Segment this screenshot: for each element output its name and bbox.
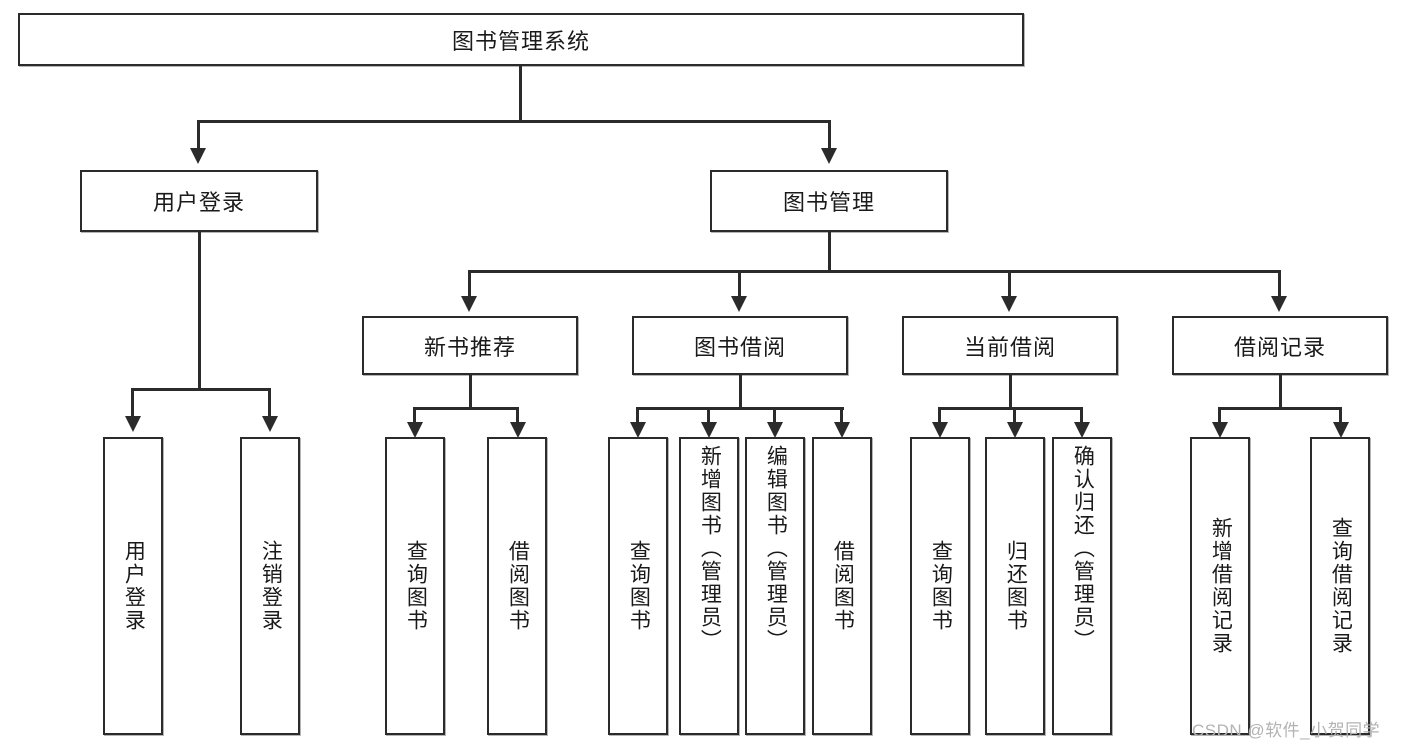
edge-borrow-record-to-leaf-2 xyxy=(1339,407,1342,427)
edge-root-to-user-login xyxy=(197,120,200,150)
arrow-book-borrow-to-leaf-1 xyxy=(630,422,646,438)
edge-new-book-to-leaf-1 xyxy=(413,407,416,427)
node-label: 查询图书 xyxy=(627,540,651,632)
edge-current-borrow-trunk xyxy=(1009,375,1012,409)
leaf-node-query-book-borrow[interactable]: 查询图书 xyxy=(608,437,668,735)
edge-book-borrow-bus xyxy=(636,407,844,410)
arrow-borrow-record-to-leaf-1 xyxy=(1212,422,1228,438)
edge-user-login-trunk xyxy=(198,232,201,390)
node-current-borrow[interactable]: 当前借阅 xyxy=(902,316,1118,375)
leaf-node-query-book-recommend[interactable]: 查询图书 xyxy=(385,437,445,735)
leaf-node-return-book[interactable]: 归还图书 xyxy=(985,437,1045,735)
node-label: 用户登录 xyxy=(152,190,245,215)
arrow-user-login-to-leaf-1 xyxy=(125,416,141,432)
arrow-current-borrow-to-leaf-1 xyxy=(932,422,948,438)
edge-book-manage-to-borrow-record xyxy=(1278,270,1281,298)
edge-user-login-bus xyxy=(131,388,270,391)
edge-book-borrow-to-leaf-3 xyxy=(773,407,776,427)
edge-book-manage-trunk xyxy=(828,232,831,272)
arrow-book-manage-to-current-borrow xyxy=(1001,296,1017,312)
node-label: 图书借阅 xyxy=(693,334,786,360)
node-label: 归还图书 xyxy=(1004,540,1028,632)
arrow-root-to-user-login xyxy=(190,148,206,164)
leaf-node-confirm-return-admin[interactable]: 确认归还（管理员） xyxy=(1052,437,1112,735)
edge-book-borrow-to-leaf-4 xyxy=(840,407,843,427)
node-book-borrow[interactable]: 图书借阅 xyxy=(632,316,848,375)
arrow-book-borrow-to-leaf-3 xyxy=(767,422,783,438)
node-label: 图书管理系统 xyxy=(451,28,590,54)
edge-current-borrow-to-leaf-2 xyxy=(1013,407,1016,427)
arrow-borrow-record-to-leaf-2 xyxy=(1333,422,1349,438)
edge-user-login-to-leaf-1 xyxy=(131,388,134,418)
leaf-node-query-borrow-record[interactable]: 查询借阅记录 xyxy=(1310,437,1370,735)
node-book-management[interactable]: 图书管理 xyxy=(710,170,948,232)
node-label: 借阅图书 xyxy=(506,540,530,632)
node-label: 查询图书 xyxy=(404,540,428,632)
arrow-current-borrow-to-leaf-3 xyxy=(1074,422,1090,438)
arrow-current-borrow-to-leaf-2 xyxy=(1007,422,1023,438)
arrow-new-book-to-leaf-1 xyxy=(407,422,423,438)
node-label: 查询图书 xyxy=(929,540,953,632)
edge-book-borrow-to-leaf-1 xyxy=(636,407,639,427)
edge-book-borrow-to-leaf-2 xyxy=(707,407,710,427)
leaf-node-add-borrow-record[interactable]: 新增借阅记录 xyxy=(1190,437,1250,735)
node-label: 新书推荐 xyxy=(423,334,516,360)
leaf-node-borrow-book-recommend[interactable]: 借阅图书 xyxy=(487,437,547,735)
node-label: 编辑图书（管理员） xyxy=(764,445,788,652)
node-user-login[interactable]: 用户登录 xyxy=(80,170,318,232)
edge-book-manage-to-book-borrow xyxy=(738,270,741,298)
arrow-user-login-to-leaf-2 xyxy=(262,416,278,432)
arrow-new-book-to-leaf-2 xyxy=(510,422,526,438)
arrow-book-manage-to-book-borrow xyxy=(731,296,747,312)
edge-book-borrow-trunk xyxy=(739,375,742,409)
node-label: 用户登录 xyxy=(122,540,146,632)
node-label: 图书管理 xyxy=(782,190,875,215)
node-label: 注销登录 xyxy=(259,540,283,632)
node-label: 确认归还（管理员） xyxy=(1071,445,1095,652)
arrow-book-manage-to-borrow-record xyxy=(1271,296,1287,312)
node-label: 查询借阅记录 xyxy=(1329,517,1353,655)
edge-user-login-to-leaf-2 xyxy=(268,388,271,418)
edge-current-borrow-to-leaf-3 xyxy=(1080,407,1083,427)
node-label: 借阅记录 xyxy=(1233,334,1326,360)
edge-book-manage-bus xyxy=(468,270,1280,273)
edge-current-borrow-bus xyxy=(938,407,1082,410)
edge-new-book-to-leaf-2 xyxy=(516,407,519,427)
edge-borrow-record-bus xyxy=(1218,407,1342,410)
arrow-book-borrow-to-leaf-4 xyxy=(834,422,850,438)
node-borrow-record[interactable]: 借阅记录 xyxy=(1172,316,1388,375)
edge-book-manage-to-current-borrow xyxy=(1008,270,1011,298)
edge-new-book-bus xyxy=(413,407,519,410)
edge-current-borrow-to-leaf-1 xyxy=(938,407,941,427)
node-root-book-management-system[interactable]: 图书管理系统 xyxy=(18,13,1024,66)
edge-new-book-trunk xyxy=(469,375,472,409)
edge-borrow-record-trunk xyxy=(1279,375,1282,409)
edge-root-to-book-manage xyxy=(828,120,831,150)
leaf-node-user-login[interactable]: 用户登录 xyxy=(103,437,163,735)
edge-root-bus xyxy=(197,120,830,123)
leaf-node-query-book-current[interactable]: 查询图书 xyxy=(910,437,970,735)
edge-borrow-record-to-leaf-1 xyxy=(1218,407,1221,427)
csdn-watermark: CSDN @软件_小贺同学 xyxy=(1192,721,1381,740)
leaf-node-edit-book-admin[interactable]: 编辑图书（管理员） xyxy=(745,437,805,735)
leaf-node-user-logout[interactable]: 注销登录 xyxy=(240,437,300,735)
node-label: 借阅图书 xyxy=(831,540,855,632)
leaf-node-borrow-book[interactable]: 借阅图书 xyxy=(812,437,872,735)
arrow-book-manage-to-new-book xyxy=(461,296,477,312)
node-label: 新增图书（管理员） xyxy=(698,445,722,652)
node-label: 当前借阅 xyxy=(963,334,1056,360)
leaf-node-add-book-admin[interactable]: 新增图书（管理员） xyxy=(679,437,739,735)
node-new-book-recommend[interactable]: 新书推荐 xyxy=(362,316,578,375)
arrow-book-borrow-to-leaf-2 xyxy=(701,422,717,438)
arrow-root-to-book-manage xyxy=(821,148,837,164)
node-label: 新增借阅记录 xyxy=(1209,517,1233,655)
edge-book-manage-to-new-book xyxy=(468,270,471,298)
edge-root-trunk xyxy=(519,66,522,122)
